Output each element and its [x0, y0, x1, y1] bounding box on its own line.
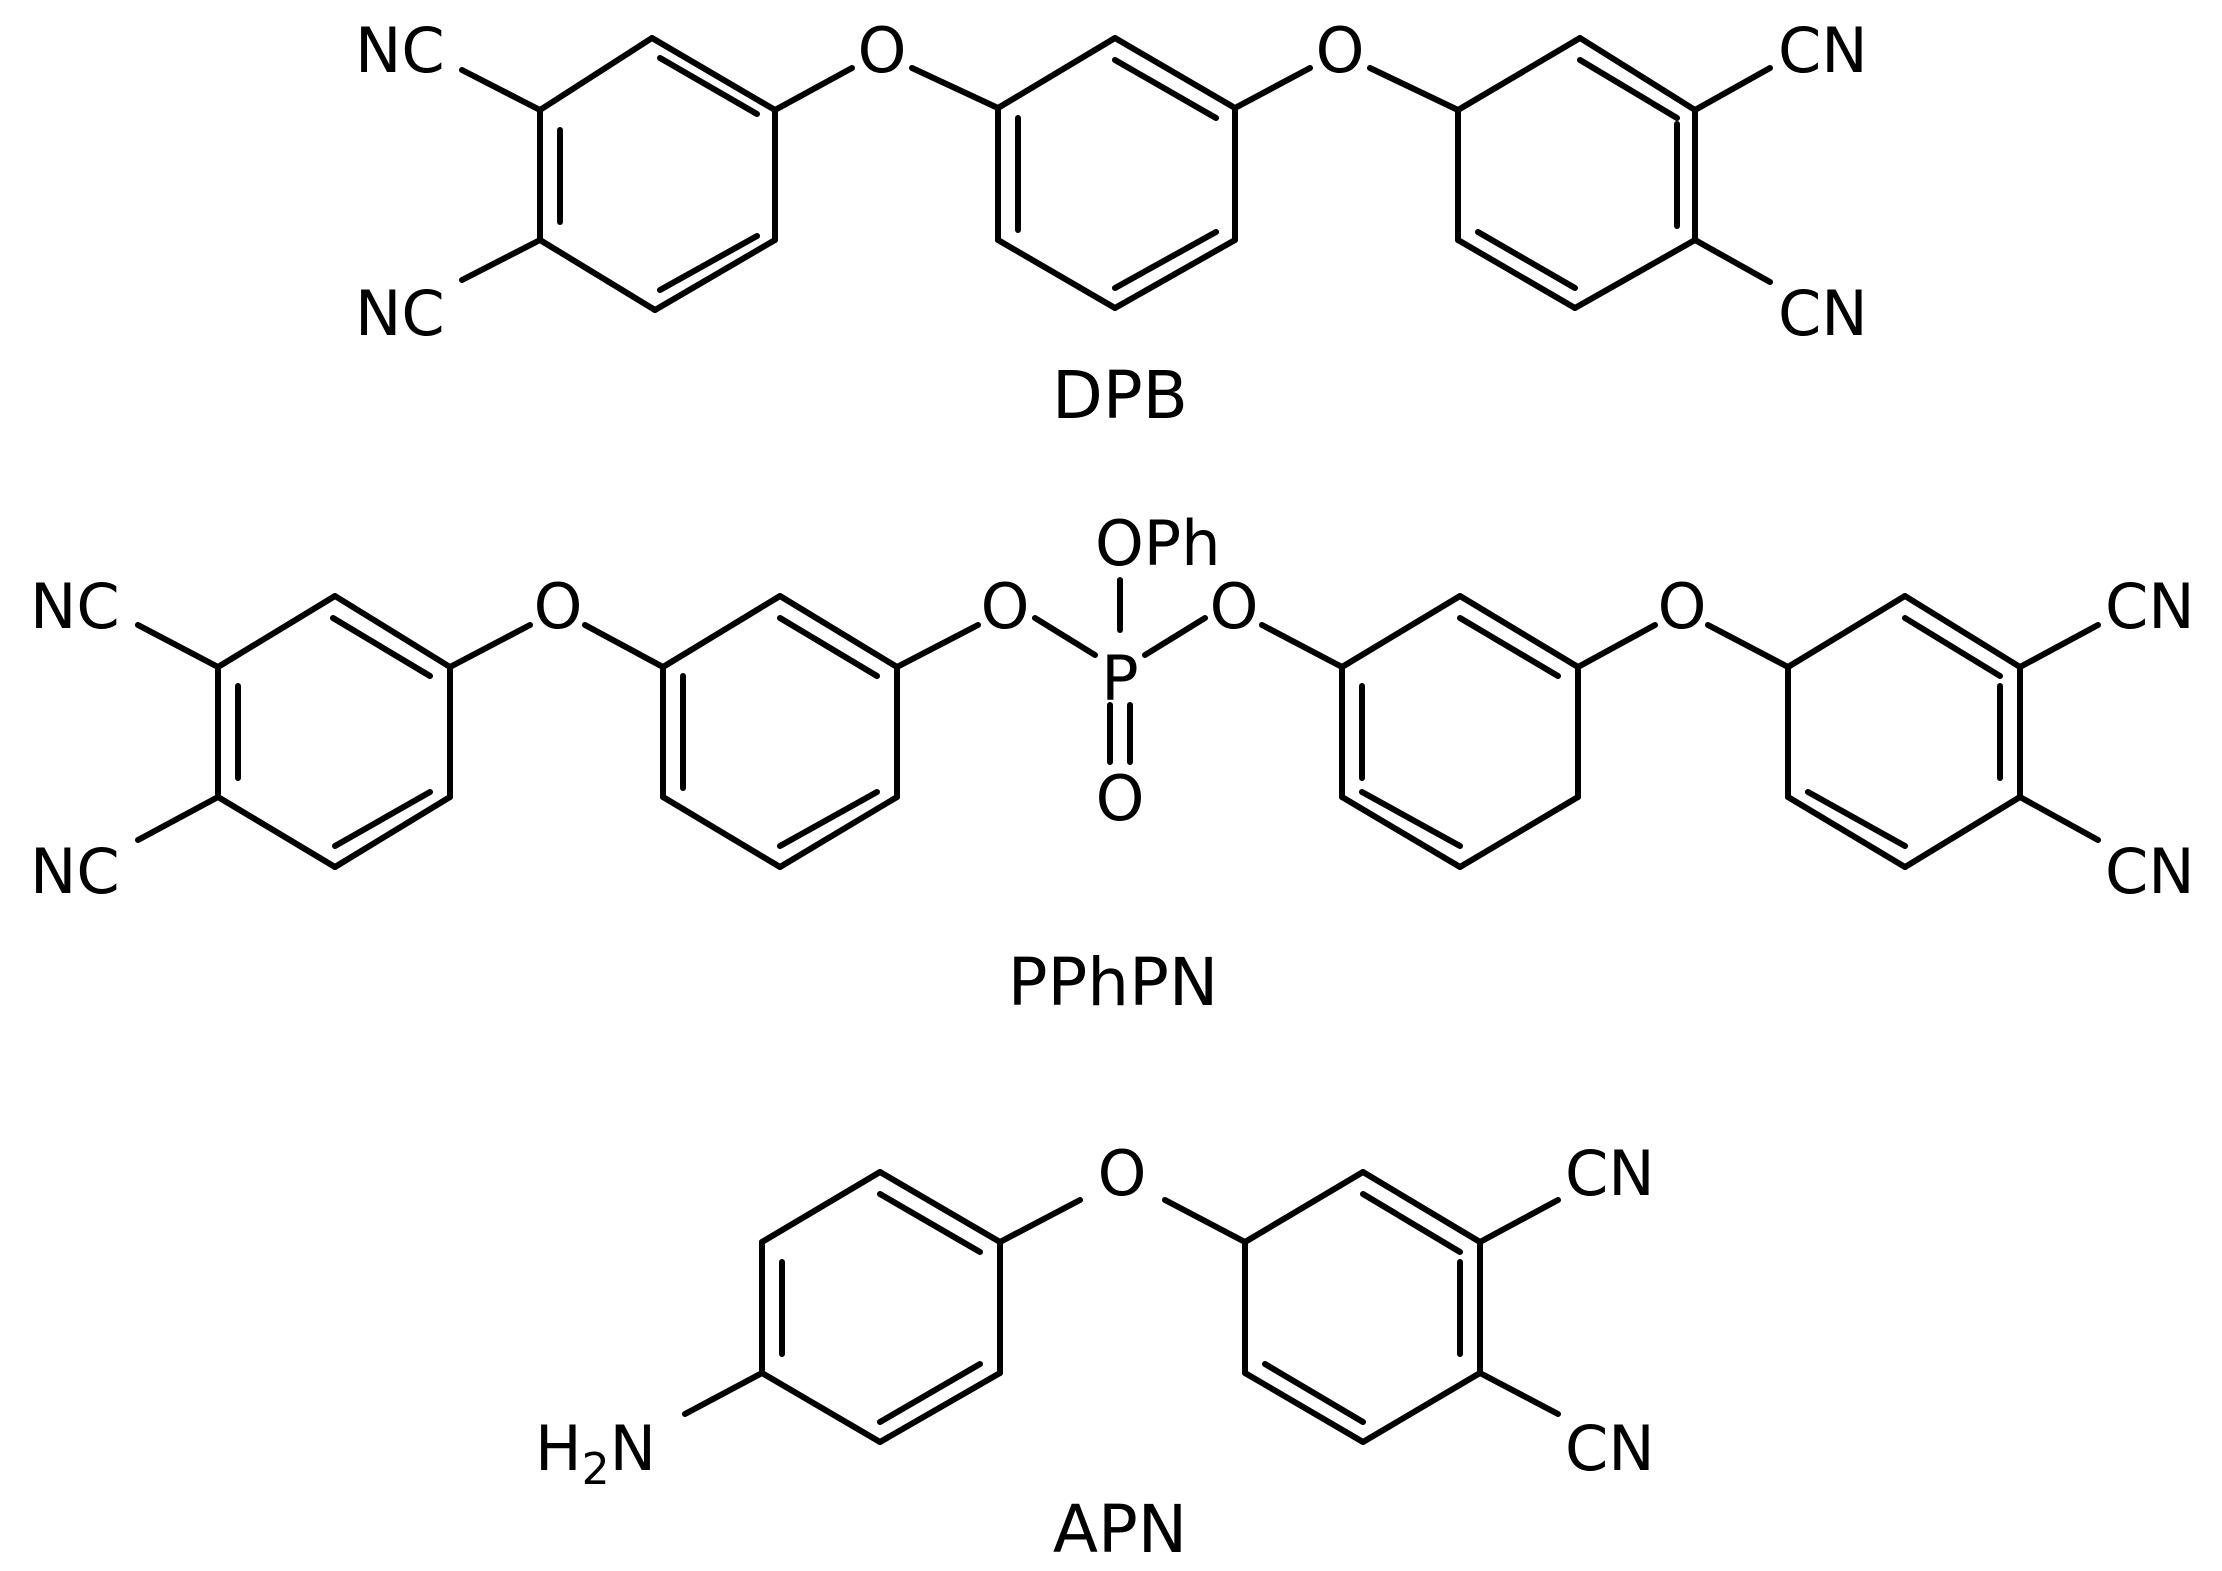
- atom-label-o: O: [858, 14, 907, 87]
- pphpn-bonds: [135, 577, 2101, 870]
- atom-label-o: O: [981, 570, 1030, 643]
- pphpn-atom-labels: NC NC O O P OPh O O O CN CN: [30, 507, 2195, 908]
- atom-label-cn: CN: [1565, 1412, 1655, 1485]
- atom-label-cn: CN: [2105, 570, 2195, 643]
- molecule-dpb: NC NC O O CN CN DPB: [355, 14, 1868, 434]
- atom-label-cn: CN: [1565, 1137, 1655, 1210]
- atom-label-cn: CN: [1778, 277, 1868, 350]
- dpb-atom-labels: NC NC O O CN CN: [355, 14, 1868, 350]
- compound-name-apn: APN: [1053, 1491, 1187, 1568]
- apn-atom-labels: H2N O CN CN: [535, 1137, 1655, 1495]
- atom-label-nc: NC: [355, 14, 445, 87]
- compound-name-pphpn: PPhPN: [1008, 944, 1219, 1021]
- atom-label-cn: CN: [1778, 14, 1868, 87]
- atom-label-oph: OPh: [1095, 507, 1220, 580]
- atom-label-nc: NC: [30, 570, 120, 643]
- atom-label-o: O: [1658, 570, 1707, 643]
- atom-label-n: N: [610, 1412, 656, 1485]
- molecule-pphpn: NC NC O O P OPh O O O CN CN PPhPN: [30, 507, 2195, 1021]
- dpb-bonds: [459, 35, 1773, 313]
- atom-label-nc: NC: [30, 835, 120, 908]
- compound-name-dpb: DPB: [1052, 357, 1188, 434]
- atom-label-nc: NC: [355, 277, 445, 350]
- atom-label-h: H: [535, 1412, 582, 1485]
- molecule-apn: H2N O CN CN APN: [535, 1137, 1655, 1568]
- atom-label-o-double: O: [1096, 762, 1145, 835]
- atom-label-o: O: [534, 570, 583, 643]
- atom-label-o: O: [1210, 570, 1259, 643]
- subscript-2: 2: [582, 1444, 610, 1495]
- atom-label-nh2: H2N: [535, 1412, 656, 1495]
- atom-label-p: P: [1101, 642, 1138, 715]
- apn-bonds: [682, 1169, 1561, 1445]
- atom-label-cn: CN: [2105, 835, 2195, 908]
- atom-label-o: O: [1098, 1137, 1147, 1210]
- atom-label-o: O: [1316, 14, 1365, 87]
